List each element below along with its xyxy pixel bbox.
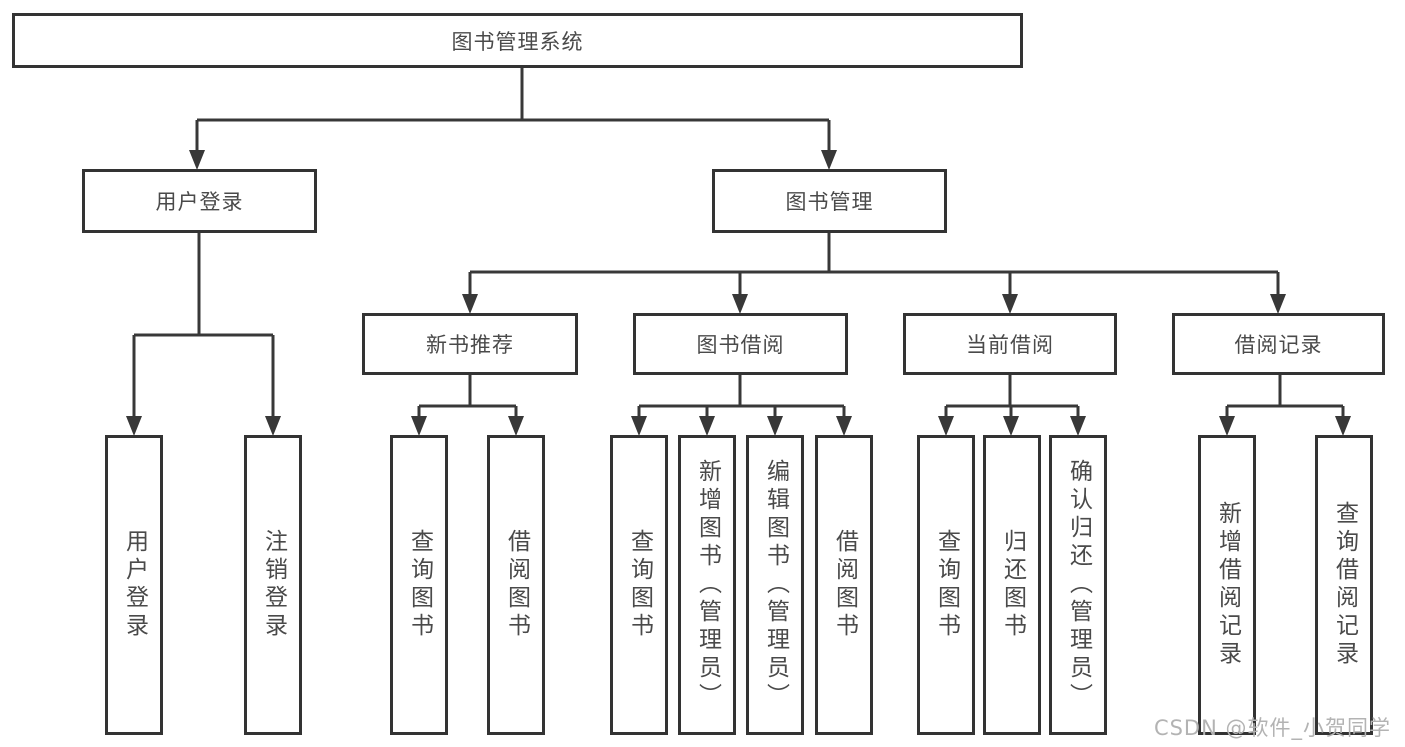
leaf-add-books-admin: 新增图书（管理员）: [678, 435, 736, 735]
node-label: 借阅图书: [831, 529, 858, 641]
arrowhead-icon: [631, 416, 647, 436]
node-label: 查询图书: [933, 529, 960, 641]
node-new-book-recommendation: 新书推荐: [362, 313, 578, 375]
leaf-confirm-return-admin: 确认归还（管理员）: [1049, 435, 1107, 735]
arrowhead-icon: [1219, 416, 1235, 436]
node-label: 借阅图书: [503, 529, 530, 641]
arrowhead-icon: [1335, 416, 1351, 436]
arrowhead-icon: [1070, 416, 1086, 436]
node-label: 查询图书: [626, 529, 653, 641]
node-book-management: 图书管理: [712, 169, 947, 233]
leaf-query-books-borrowing: 查询图书: [610, 435, 668, 735]
arrowhead-icon: [732, 294, 748, 314]
arrowhead-icon: [508, 416, 524, 436]
node-library-management-system: 图书管理系统: [12, 13, 1023, 68]
node-label: 图书管理: [785, 190, 874, 214]
node-label: 查询借阅记录: [1331, 501, 1358, 669]
arrowhead-icon: [265, 416, 281, 436]
arrowhead-icon: [411, 416, 427, 436]
leaf-query-books-current: 查询图书: [917, 435, 975, 735]
node-label: 注销登录: [260, 529, 287, 641]
arrowhead-icon: [1002, 294, 1018, 314]
arrowhead-icon: [126, 416, 142, 436]
node-label: 用户登录: [155, 190, 244, 214]
node-label: 图书管理系统: [451, 29, 584, 54]
node-book-borrowing: 图书借阅: [633, 313, 848, 375]
node-label: 新书推荐: [426, 333, 514, 357]
arrowhead-icon: [189, 150, 205, 170]
arrowhead-icon: [1003, 416, 1019, 436]
node-label: 查询图书: [406, 529, 433, 641]
node-label: 新增借阅记录: [1214, 501, 1241, 669]
node-user-login: 用户登录: [82, 169, 317, 233]
leaf-edit-books-admin: 编辑图书（管理员）: [746, 435, 804, 735]
node-label: 新增图书（管理员）: [694, 459, 721, 711]
node-current-borrowing: 当前借阅: [903, 313, 1117, 375]
leaf-user-login: 用户登录: [105, 435, 163, 735]
arrowhead-icon: [821, 150, 837, 170]
arrowhead-icon: [462, 294, 478, 314]
leaf-add-borrow-record: 新增借阅记录: [1198, 435, 1256, 735]
watermark: CSDN @软件_小贺同学: [1153, 716, 1391, 740]
leaf-return-books: 归还图书: [983, 435, 1041, 735]
node-label: 编辑图书（管理员）: [762, 459, 789, 711]
node-label: 当前借阅: [966, 333, 1054, 357]
node-borrowing-records: 借阅记录: [1172, 313, 1385, 375]
node-label: 用户登录: [121, 529, 148, 641]
leaf-query-borrow-record: 查询借阅记录: [1315, 435, 1373, 735]
leaf-logout: 注销登录: [244, 435, 302, 735]
leaf-borrow-books-borrowing: 借阅图书: [815, 435, 873, 735]
arrowhead-icon: [1270, 294, 1286, 314]
leaf-query-books-recommend: 查询图书: [390, 435, 448, 735]
arrowhead-icon: [836, 416, 852, 436]
arrowhead-icon: [699, 416, 715, 436]
node-label: 归还图书: [999, 529, 1026, 641]
arrowhead-icon: [767, 416, 783, 436]
leaf-borrow-books-recommend: 借阅图书: [487, 435, 545, 735]
arrowhead-icon: [938, 416, 954, 436]
node-label: 图书借阅: [696, 333, 785, 357]
node-label: 确认归还（管理员）: [1065, 459, 1092, 711]
node-label: 借阅记录: [1234, 333, 1323, 357]
